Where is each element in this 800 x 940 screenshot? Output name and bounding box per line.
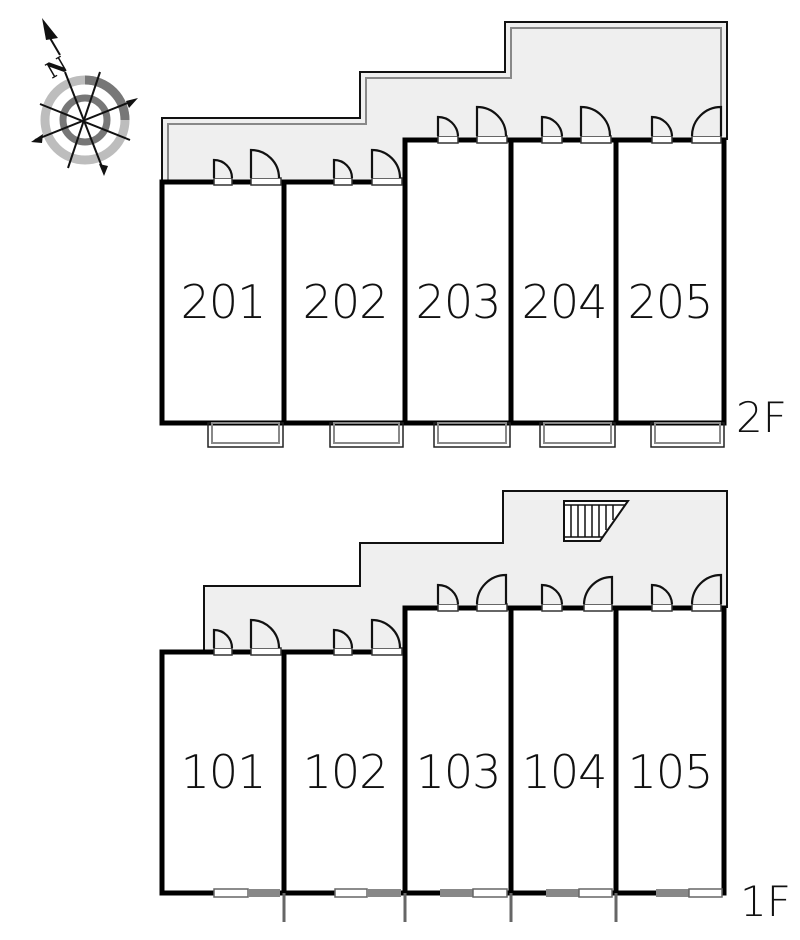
door-icon (212, 148, 403, 186)
floor-label-2F: 2F (736, 393, 787, 442)
floor-label-1F: 1F (740, 877, 791, 926)
unit-102[interactable]: 102 (303, 745, 389, 799)
door-icon (436, 573, 723, 612)
unit-202[interactable]: 202 (303, 275, 389, 329)
unit-104[interactable]: 104 (522, 745, 608, 799)
unit-205[interactable]: 205 (628, 275, 714, 329)
stair-icon (563, 500, 630, 542)
unit-203[interactable]: 203 (416, 275, 502, 329)
unit-105[interactable]: 105 (628, 745, 714, 799)
balcony (207, 422, 725, 448)
door-icon (212, 618, 403, 656)
unit-103[interactable]: 103 (416, 745, 502, 799)
floor-1F: 101 102 103 104 105 1F (159, 490, 791, 926)
window (213, 888, 723, 898)
unit-201[interactable]: 201 (181, 275, 267, 329)
compass-icon: N (31, 18, 138, 176)
door-icon (436, 105, 723, 144)
floor-2F: 201 202 203 204 205 2F (159, 21, 787, 448)
unit-101[interactable]: 101 (181, 745, 267, 799)
unit-204[interactable]: 204 (522, 275, 608, 329)
